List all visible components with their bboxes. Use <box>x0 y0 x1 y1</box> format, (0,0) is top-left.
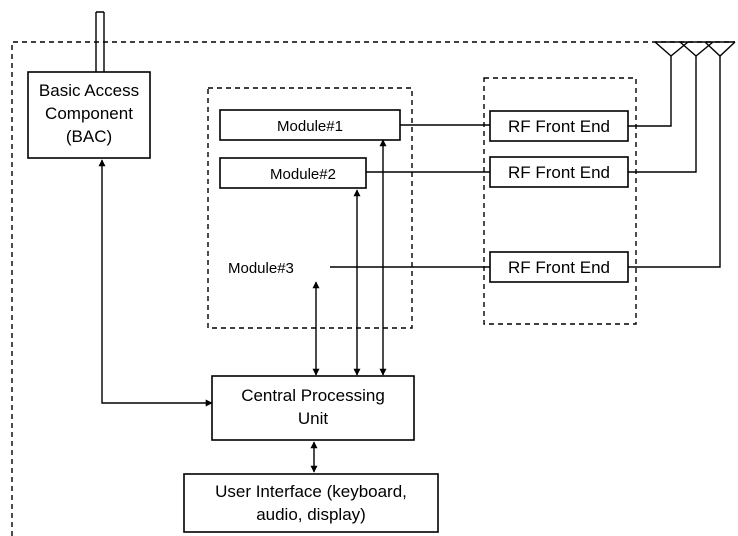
link-rf1-antenna <box>628 56 672 127</box>
rf-front-end-3-label: RF Front End <box>508 258 610 277</box>
rf-group-container <box>483 77 637 325</box>
bac-label-line-1: Basic Access <box>39 81 139 100</box>
rf-front-end-2-block: RF Front End <box>489 156 629 188</box>
rf-front-end-1-label: RF Front End <box>508 117 610 136</box>
rf-front-end-2-label: RF Front End <box>508 163 610 182</box>
cpu-block: Central Processing Unit <box>211 375 415 441</box>
module-1-block: Module#1 <box>219 109 401 141</box>
link-rf3-antenna <box>628 56 721 268</box>
arrow-bac-cpu <box>98 159 213 407</box>
user-interface-block: User Interface (keyboard, audio, display… <box>183 473 439 533</box>
module-2-block: Module#2 <box>219 157 367 189</box>
bac-label-line-2: Component <box>45 104 133 123</box>
bac-connector <box>95 11 105 72</box>
antenna-array-icon <box>654 41 736 57</box>
rf-front-end-1-block: RF Front End <box>489 110 629 142</box>
cpu-label-line-1: Central Processing <box>241 386 385 405</box>
device-boundary <box>11 41 735 536</box>
rf-front-end-3-block: RF Front End <box>489 251 629 283</box>
ui-label-line-2: audio, display) <box>256 505 366 524</box>
bac-block: Basic Access Component (BAC) <box>27 71 151 159</box>
cpu-label-line-2: Unit <box>298 409 329 428</box>
module-1-label: Module#1 <box>277 118 343 135</box>
module-2-label: Module#2 <box>270 166 336 183</box>
bac-label-line-3: (BAC) <box>66 127 112 146</box>
link-rf2-antenna <box>628 56 697 173</box>
ui-label-line-1: User Interface (keyboard, <box>215 482 407 501</box>
module-3-label: Module#3 <box>228 260 294 277</box>
